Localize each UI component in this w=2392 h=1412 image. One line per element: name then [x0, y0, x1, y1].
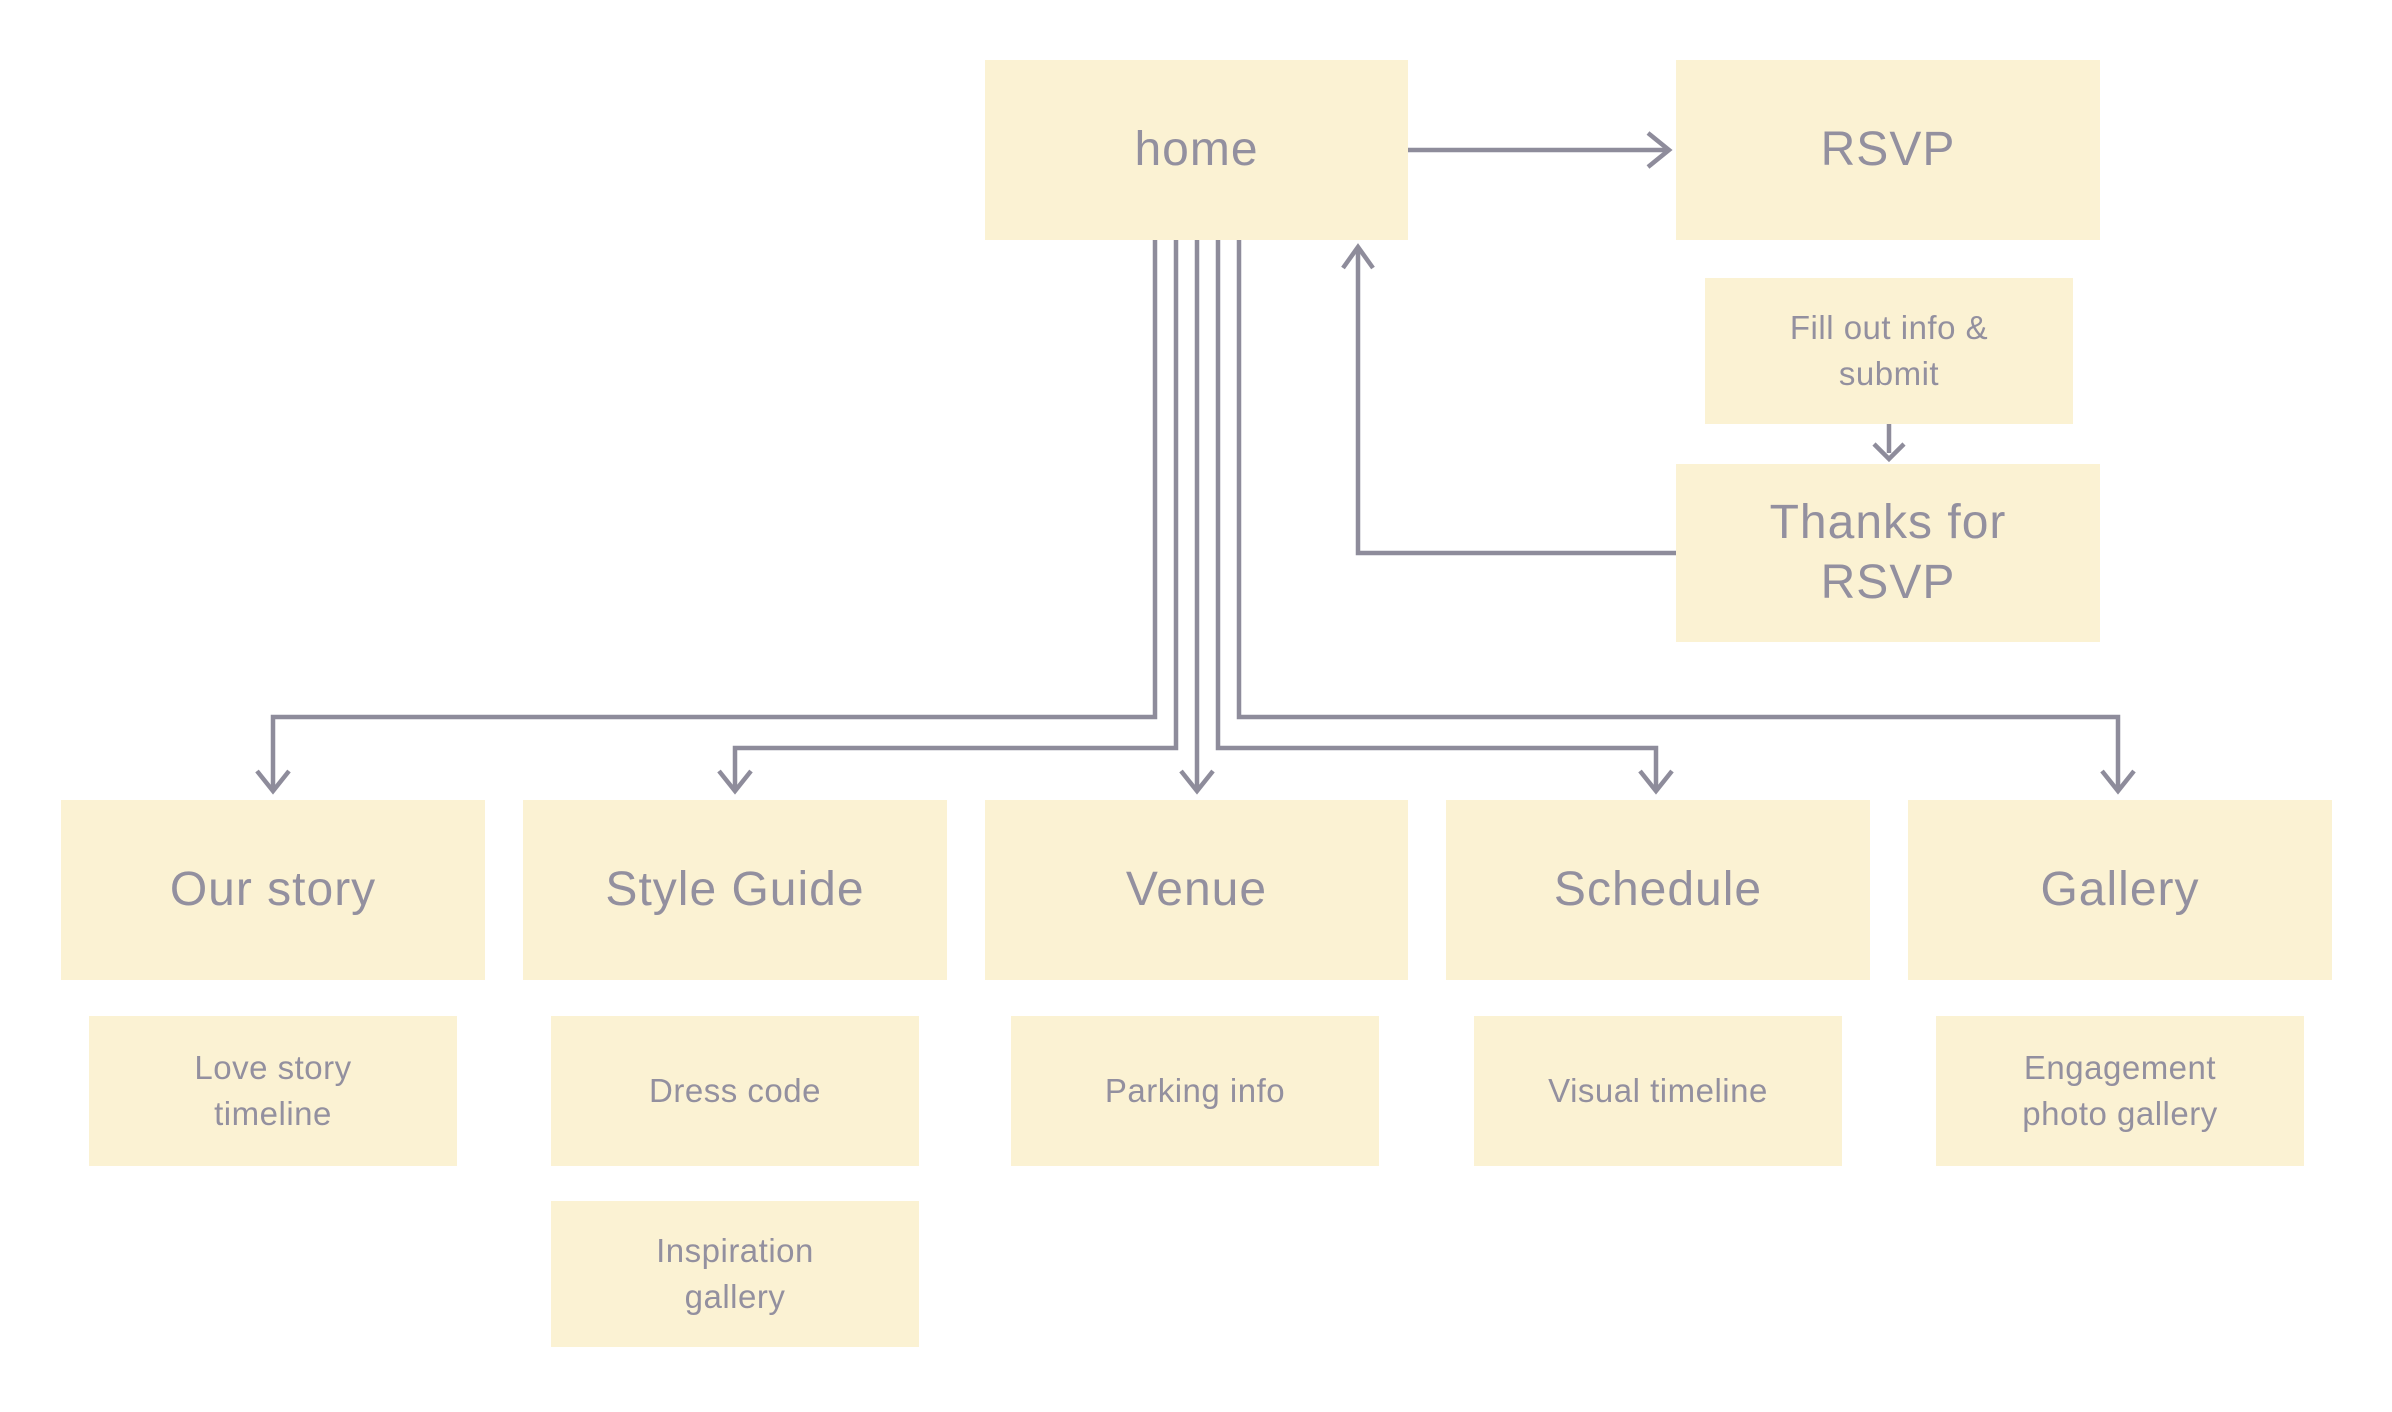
node-love-story-timeline[interactable]: Love story timeline — [89, 1016, 457, 1166]
node-label: Visual timeline — [1548, 1072, 1768, 1110]
edge-home-venue-arrowhead-icon — [1179, 769, 1215, 795]
node-label: Style Guide — [605, 863, 865, 916]
edge-thanks-home-line[interactable] — [1355, 250, 1676, 556]
node-label: Fill out info & submit — [1789, 309, 1989, 392]
node-thanks-for-rsvp[interactable]: Thanks for RSVP — [1676, 464, 2100, 642]
node-gallery[interactable]: Gallery — [1908, 800, 2332, 980]
node-label: Our story — [169, 863, 377, 916]
node-label: Venue — [1125, 863, 1268, 916]
node-label: Schedule — [1553, 863, 1763, 916]
node-parking-info[interactable]: Parking info — [1011, 1016, 1379, 1166]
node-rsvp[interactable]: RSVP — [1676, 60, 2100, 240]
edge-home-gallery-arrowhead-icon — [2100, 769, 2136, 795]
edge-fillout-thanks-arrowhead-icon — [1872, 442, 1906, 463]
node-inspiration-gallery[interactable]: Inspiration gallery — [551, 1201, 919, 1347]
node-label: home — [1134, 123, 1259, 176]
node-home[interactable]: home — [985, 60, 1408, 240]
edge-home-ourstory-arrowhead-icon — [255, 769, 291, 795]
edge-home-schedule-line[interactable] — [1215, 240, 1659, 788]
node-venue[interactable]: Venue — [985, 800, 1408, 980]
edge-home-gallery-line[interactable] — [1236, 240, 2121, 788]
node-label: Gallery — [2040, 863, 2200, 916]
node-label: Dress code — [649, 1072, 821, 1110]
edge-home-schedule-arrowhead-icon — [1638, 769, 1674, 795]
node-style-guide[interactable]: Style Guide — [523, 800, 947, 980]
edge-home-ourstory-line[interactable] — [270, 240, 1158, 788]
edge-home-styleguide-arrowhead-icon — [717, 769, 753, 795]
node-label: Love story timeline — [194, 1049, 352, 1132]
node-fill-out-info-submit[interactable]: Fill out info & submit — [1705, 278, 2073, 424]
node-label: Thanks for RSVP — [1769, 496, 2007, 609]
node-our-story[interactable]: Our story — [61, 800, 485, 980]
node-label: Engagement photo gallery — [2022, 1049, 2218, 1132]
node-label: Inspiration gallery — [656, 1232, 814, 1315]
node-label: Parking info — [1104, 1072, 1286, 1110]
node-visual-timeline[interactable]: Visual timeline — [1474, 1016, 1842, 1166]
edge-home-styleguide-line[interactable] — [732, 240, 1179, 788]
edge-thanks-home-arrowhead-icon — [1341, 243, 1375, 270]
node-schedule[interactable]: Schedule — [1446, 800, 1870, 980]
edge-home-rsvp-arrowhead-icon — [1646, 131, 1673, 169]
node-label: RSVP — [1820, 123, 1956, 176]
node-dress-code[interactable]: Dress code — [551, 1016, 919, 1166]
node-engagement-photo-gallery[interactable]: Engagement photo gallery — [1936, 1016, 2304, 1166]
